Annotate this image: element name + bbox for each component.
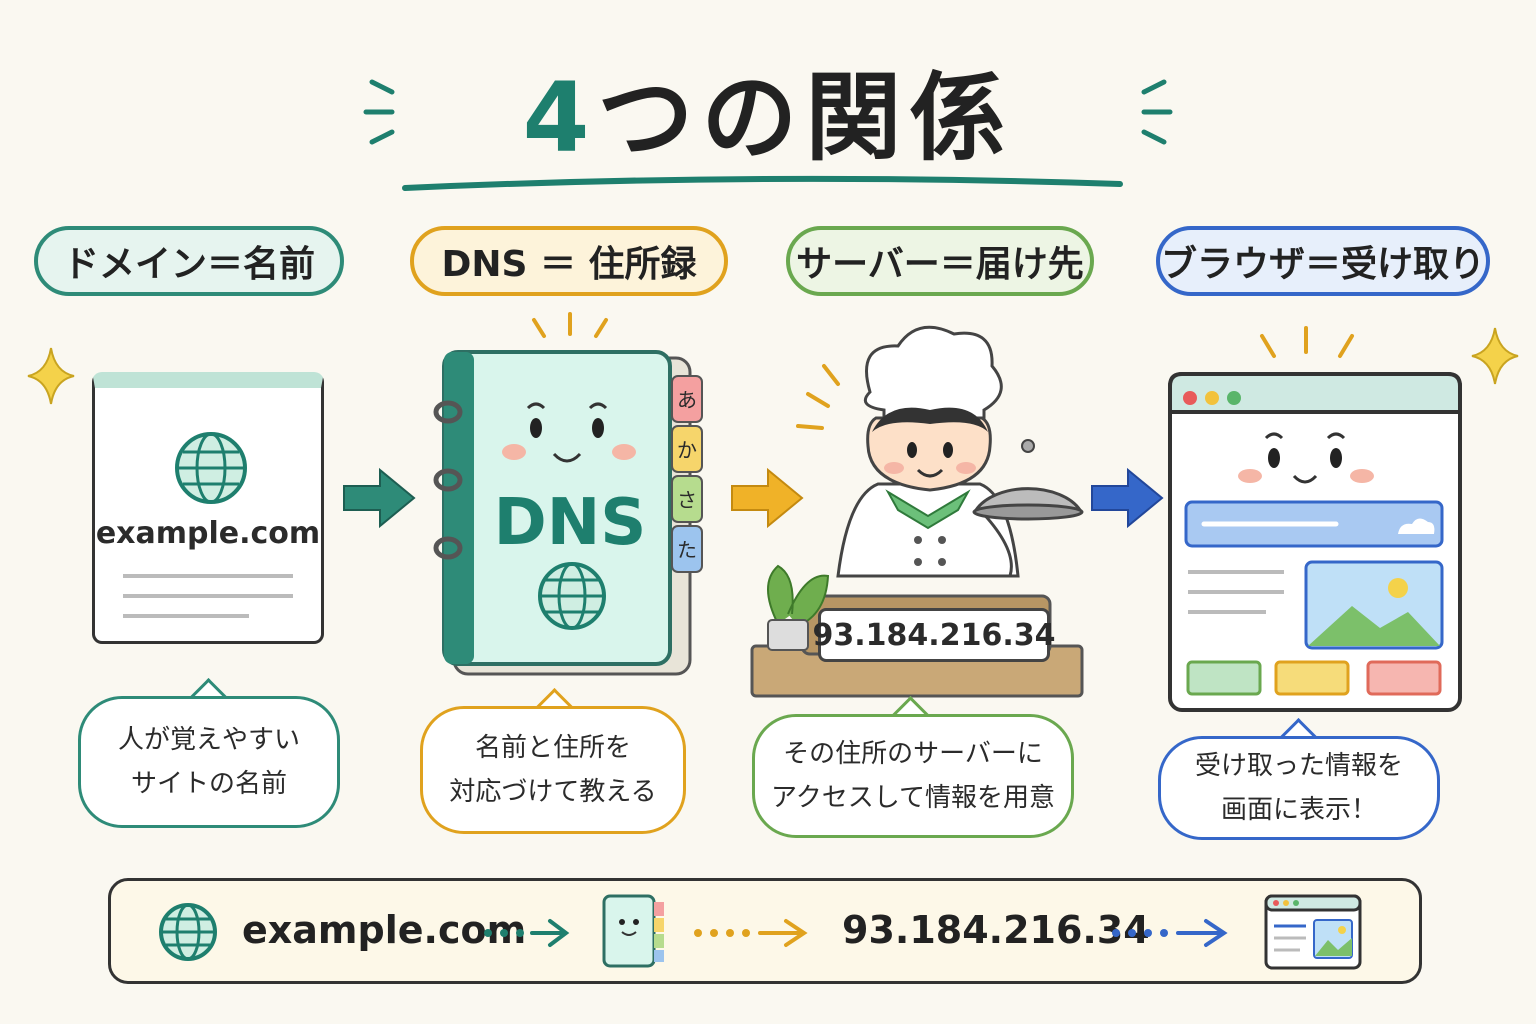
text-line: [123, 594, 293, 598]
title-decoration: [363, 79, 1173, 191]
domain-card-text: example.com: [95, 516, 321, 551]
dns-tab-sa: さ: [677, 488, 697, 512]
arrow-right-icon: [731, 467, 804, 529]
page-title: 4つの関係: [0, 40, 1536, 179]
dns-description: 名前と住所を 対応づけて教える: [420, 706, 686, 834]
role-browser-pill: ブラウザ＝受け取り: [1156, 226, 1490, 296]
role-server-pill: サーバー＝届け先: [786, 226, 1094, 296]
address-book-icon: [433, 312, 703, 676]
globe-icon: [175, 432, 247, 504]
dns-tab-a: あ: [677, 388, 697, 412]
globe-icon: [159, 903, 217, 961]
domain-description: 人が覚えやすい サイトの名前: [78, 696, 340, 828]
server-description: その住所のサーバーに アクセスして情報を用意: [752, 714, 1074, 838]
text-line: [123, 574, 293, 578]
browser-description: 受け取った情報を 画面に表示！: [1158, 736, 1440, 840]
role-domain-pill: ドメイン＝名前: [34, 226, 344, 296]
sparkle-icon: [27, 347, 75, 405]
arrow-right-icon: [343, 467, 416, 529]
text-line: [123, 614, 249, 618]
address-book-icon: [602, 894, 664, 968]
sparkle-icon: [1471, 327, 1519, 385]
title-text: つの関係: [597, 62, 1014, 174]
dns-tab-ka: か: [677, 438, 697, 462]
arrow-right-icon: [1112, 919, 1228, 947]
browser-window-icon: [1168, 326, 1462, 712]
browser-window-icon: [1264, 894, 1362, 970]
flow-ip: 93.184.216.34: [842, 908, 1150, 952]
role-dns-pill: DNS ＝ 住所録: [410, 226, 728, 296]
domain-card: example.com: [92, 372, 324, 644]
arrow-right-icon: [694, 919, 808, 947]
arrow-right-icon: [484, 919, 570, 947]
arrow-right-icon: [1091, 467, 1164, 529]
flow-domain: example.com: [242, 908, 527, 952]
title-number: 4: [522, 62, 598, 174]
dns-book-label: DNS: [493, 486, 647, 560]
server-ip-plate: 93.184.216.34: [813, 608, 1055, 662]
dns-tab-ta: た: [677, 538, 697, 562]
